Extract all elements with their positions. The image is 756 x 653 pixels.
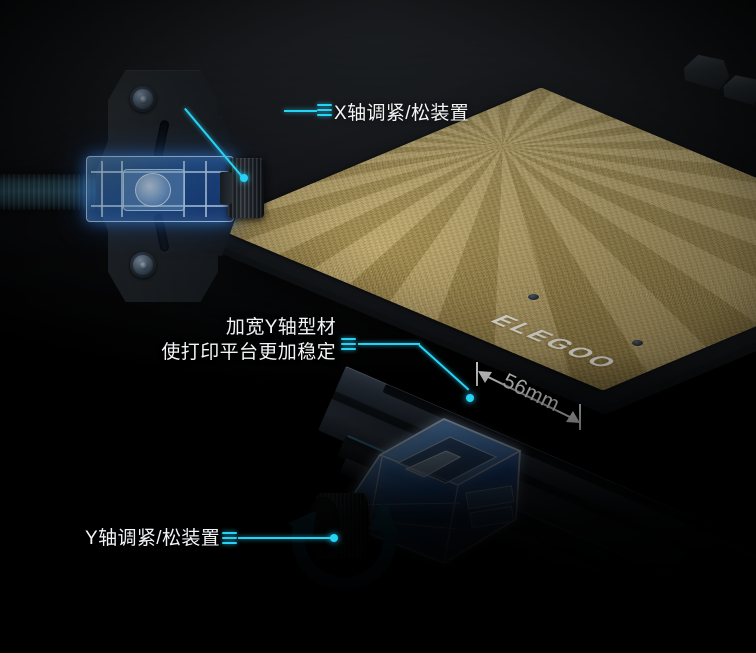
y-axis-tensioner-assembly (288, 415, 580, 615)
x-carriage-screw-bottom (130, 252, 156, 278)
x-axis-carriage-assembly (0, 62, 318, 312)
xray-edge (101, 161, 103, 217)
rotation-arrowhead-down (368, 503, 398, 533)
leader-endpoint-dot-icon (330, 534, 338, 542)
leader-endpoint-dot-icon (466, 394, 474, 402)
x-carriage-screw-top (130, 86, 156, 112)
leader-horizontal-segment (284, 110, 317, 112)
x-knob-shaft (220, 172, 232, 204)
rotation-arrow-icon (288, 502, 398, 591)
x-tensioner-xray-body (86, 156, 234, 222)
callout-y-profile-line2: 使打印平台更加稳定 (161, 342, 336, 363)
x-idler-pulley (135, 173, 171, 207)
leader-horizontal-segment (238, 537, 334, 539)
callout-y-axis-label: Y轴调紧/松装置 (85, 528, 221, 549)
plate-mount-hole (528, 294, 539, 300)
leader-horizontal-segment (358, 343, 420, 345)
xray-edge (205, 161, 207, 217)
callout-y-profile-line1: 加宽Y轴型材 (225, 317, 336, 338)
callout-x-axis-label: X轴调紧/松装置 (334, 103, 470, 124)
triple-bar-icon (341, 338, 356, 351)
triple-bar-icon (317, 104, 332, 117)
triple-bar-icon (222, 532, 237, 545)
